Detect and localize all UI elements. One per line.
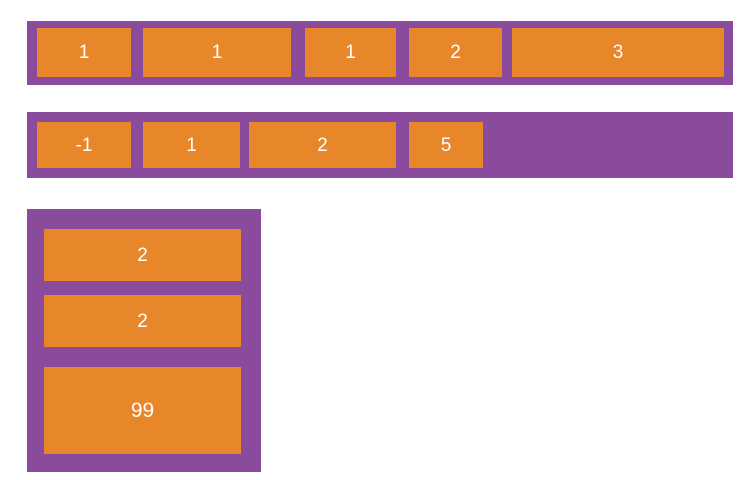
array-cell-label: 1 (345, 42, 356, 63)
array-cell[interactable]: 3 (512, 28, 724, 77)
array-cell-label: -1 (75, 134, 93, 156)
array-cell-label: 5 (440, 134, 452, 156)
array-cell[interactable]: 1 (143, 122, 240, 168)
array-cell-label: 1 (211, 42, 223, 63)
array-cell[interactable]: 1 (305, 28, 396, 77)
array-cell[interactable]: -1 (37, 122, 131, 168)
array-cell[interactable]: 1 (143, 28, 291, 77)
array-cell[interactable]: 1 (37, 28, 131, 77)
array-cell-label: 2 (317, 134, 328, 156)
array-cell-label: 1 (186, 134, 197, 156)
array-cell[interactable]: 5 (409, 122, 483, 168)
array-cell[interactable]: 2 (44, 295, 241, 347)
array-cell-label: 2 (137, 244, 148, 266)
array-cell[interactable]: 2 (409, 28, 502, 77)
array-cell-label: 1 (78, 42, 90, 63)
array-cell-label: 2 (137, 310, 148, 332)
array-cell-label: 2 (450, 42, 461, 63)
array-cell[interactable]: 99 (44, 367, 241, 454)
array-cell[interactable]: 2 (249, 122, 396, 168)
array-cell-label: 3 (612, 42, 624, 63)
array-cell-label: 99 (130, 399, 155, 422)
array-cell[interactable]: 2 (44, 229, 241, 281)
